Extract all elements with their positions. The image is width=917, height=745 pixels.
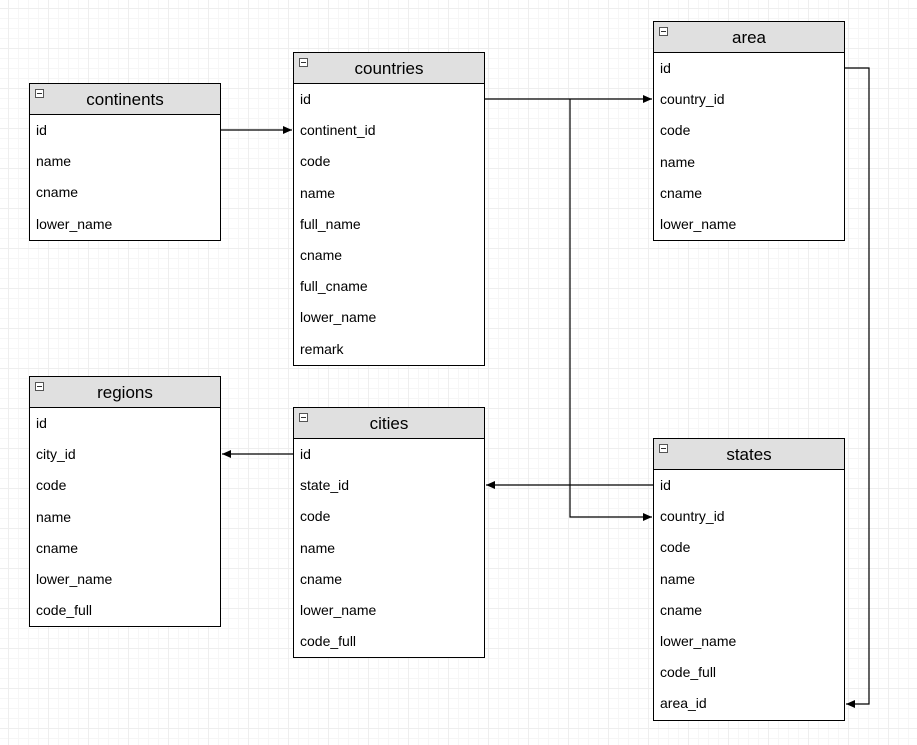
- collapse-icon[interactable]: [659, 444, 668, 453]
- field-row[interactable]: code: [660, 539, 691, 556]
- field-row[interactable]: id: [660, 477, 671, 493]
- field-row[interactable]: cname: [660, 184, 703, 201]
- table-header[interactable]: continents: [30, 84, 220, 115]
- field-row[interactable]: cname: [660, 601, 703, 618]
- field-row[interactable]: city_id: [36, 446, 76, 463]
- table-header[interactable]: countries: [294, 53, 484, 84]
- field-row[interactable]: cname: [300, 246, 343, 263]
- field-row[interactable]: lower_name: [36, 570, 113, 587]
- field-row[interactable]: code_full: [36, 602, 93, 619]
- field-row[interactable]: lower_name: [300, 601, 377, 618]
- field-row[interactable]: id: [660, 60, 671, 76]
- field-row[interactable]: name: [300, 184, 336, 201]
- field-row[interactable]: code_full: [660, 664, 717, 681]
- collapse-icon[interactable]: [35, 89, 44, 98]
- table-cities[interactable]: cities id state_id code name cname lower…: [293, 407, 485, 659]
- field-row[interactable]: state_id: [300, 477, 350, 494]
- collapse-icon[interactable]: [299, 413, 308, 422]
- field-row[interactable]: cname: [300, 570, 343, 587]
- collapse-icon[interactable]: [35, 382, 44, 391]
- field-row[interactable]: name: [660, 153, 696, 170]
- field-row[interactable]: cname: [36, 539, 79, 556]
- table-regions[interactable]: regions id city_id code name cname lower…: [29, 376, 221, 628]
- field-row[interactable]: name: [36, 153, 72, 170]
- field-row[interactable]: code: [300, 508, 331, 525]
- table-title: area: [731, 28, 767, 47]
- collapse-icon[interactable]: [659, 27, 668, 36]
- table-area[interactable]: area id country_id code name cname lower…: [653, 21, 845, 242]
- table-title: countries: [354, 59, 424, 78]
- field-row[interactable]: code: [36, 477, 67, 494]
- field-row[interactable]: cname: [36, 184, 79, 201]
- edge-countries-id-to-states-country-id: [569, 99, 652, 521]
- table-header[interactable]: states: [654, 439, 844, 470]
- field-row[interactable]: name: [660, 570, 696, 587]
- field-row[interactable]: lower_name: [36, 215, 113, 232]
- collapse-icon[interactable]: [299, 58, 308, 67]
- field-row[interactable]: code: [300, 153, 331, 170]
- field-row[interactable]: name: [36, 508, 72, 525]
- field-row[interactable]: code: [660, 122, 691, 139]
- field-row[interactable]: id: [300, 91, 311, 107]
- field-row[interactable]: lower_name: [300, 309, 377, 326]
- table-title: states: [726, 445, 772, 464]
- edge-area-id-to-states-area-id: [845, 67, 870, 708]
- table-title: cities: [369, 414, 409, 433]
- field-row[interactable]: id: [300, 446, 311, 462]
- table-header[interactable]: regions: [30, 377, 220, 408]
- table-header[interactable]: cities: [294, 408, 484, 439]
- field-row[interactable]: name: [300, 539, 336, 556]
- table-header[interactable]: area: [654, 22, 844, 53]
- field-row[interactable]: id: [36, 415, 47, 431]
- field-row[interactable]: code_full: [300, 633, 357, 650]
- table-countries[interactable]: countries id continent_id code name full…: [293, 52, 485, 366]
- field-row[interactable]: lower_name: [660, 215, 737, 232]
- table-title: continents: [86, 90, 164, 109]
- field-row[interactable]: full_name: [300, 215, 361, 232]
- table-title: regions: [97, 383, 153, 402]
- field-row[interactable]: full_cname: [300, 278, 368, 295]
- field-row[interactable]: id: [36, 122, 47, 138]
- field-row[interactable]: country_id: [660, 91, 725, 108]
- field-row[interactable]: remark: [300, 340, 344, 357]
- table-continents[interactable]: continents id name cname lower_name: [29, 83, 221, 241]
- table-states[interactable]: states id country_id code name cname low…: [653, 438, 845, 721]
- field-row[interactable]: lower_name: [660, 632, 737, 649]
- field-row[interactable]: country_id: [660, 508, 725, 525]
- field-row[interactable]: continent_id: [300, 122, 376, 139]
- field-row[interactable]: area_id: [660, 695, 707, 712]
